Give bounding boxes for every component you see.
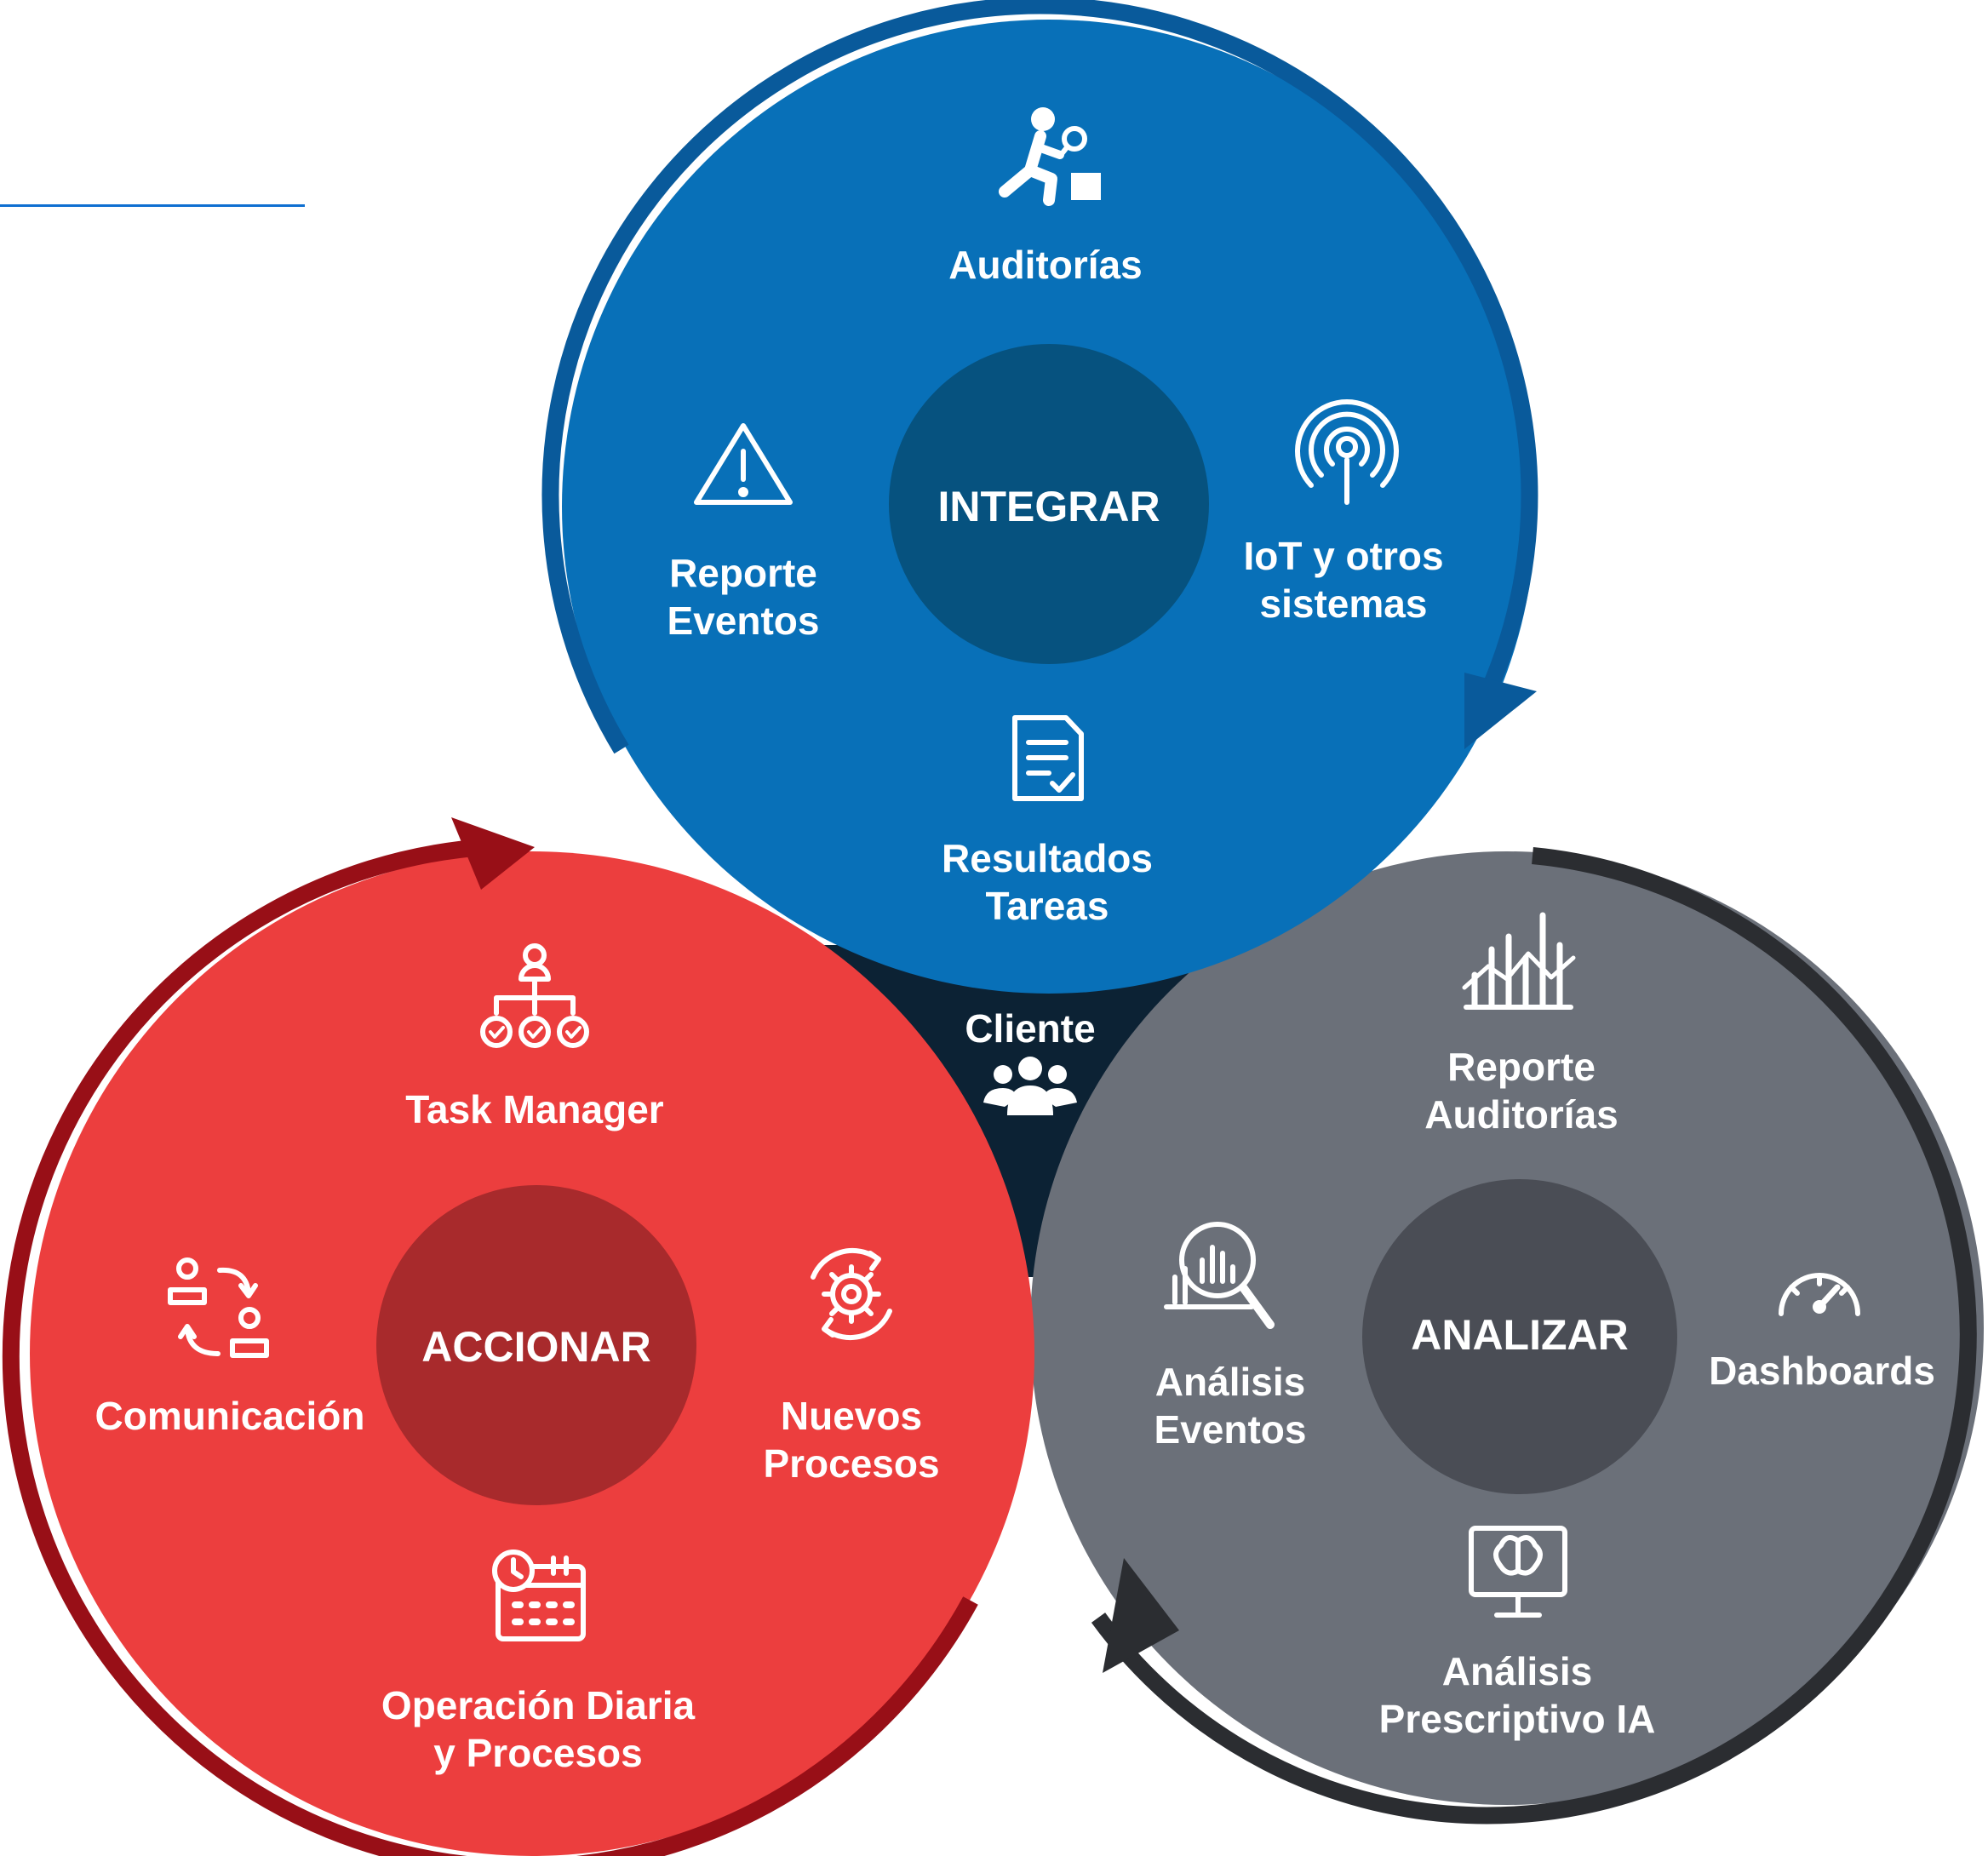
- integrar-arrow-head: [1464, 673, 1537, 749]
- item-line: y Procesos: [433, 1731, 643, 1776]
- accionar-item-comunicacion: Comunicación: [95, 1392, 365, 1440]
- item-line: Dashboards: [1709, 1349, 1935, 1393]
- integrar-item-reporte-eventos: Reporte Eventos: [667, 549, 820, 644]
- item-line: sistemas: [1259, 581, 1428, 627]
- item-line: Comunicación: [95, 1394, 365, 1438]
- accionar-item-task-manager: Task Manager: [405, 1086, 663, 1133]
- analizar-item-analisis-prescriptivo: Análisis Prescriptivo IA: [1379, 1647, 1656, 1743]
- item-line: Reporte: [1447, 1045, 1596, 1089]
- accionar-arrow-head: [451, 817, 535, 890]
- item-line: Prescriptivo IA: [1378, 1697, 1656, 1742]
- analizar-ring-arc: [1091, 847, 1977, 1824]
- item-line: Procesos: [763, 1441, 940, 1487]
- gear-cycle-icon: [811, 1247, 892, 1341]
- item-line: Resultados: [942, 836, 1153, 880]
- item-line: Análisis: [1441, 1649, 1593, 1693]
- item-line: Eventos: [1154, 1407, 1307, 1452]
- analizar-item-reporte-auditorias: Reporte Auditorías: [1424, 1043, 1618, 1138]
- document-check-icon: [1012, 715, 1084, 801]
- integrar-core-label: INTEGRAR: [937, 483, 1160, 530]
- analizar-item-analisis-eventos: Análisis Eventos: [1154, 1358, 1307, 1453]
- accionar-core: [376, 1185, 696, 1505]
- bar-chart-icon: [1462, 912, 1576, 1010]
- integrar-item-auditorias: Auditorías: [948, 241, 1142, 289]
- warning-triangle-icon: [694, 423, 793, 505]
- analizar-arrow-head: [1103, 1558, 1179, 1673]
- speedometer-icon: [1779, 1273, 1860, 1316]
- magnifier-chart-icon: [1164, 1222, 1275, 1329]
- people-exchange-icon: [168, 1257, 269, 1358]
- item-line: Auditorías: [1424, 1092, 1618, 1137]
- integrar-item-iot: IoT y otros sistemas: [1243, 532, 1443, 627]
- accionar-ring-arc: [2, 839, 978, 1856]
- item-line: Nuevos: [780, 1394, 923, 1438]
- antenna-signal-icon: [1295, 399, 1399, 505]
- integrar-item-resultados: Resultados Tareas: [942, 834, 1153, 930]
- integrar-ring-arc: [541, 0, 1538, 754]
- item-line: Tareas: [985, 884, 1109, 929]
- analizar-core-label: ANALIZAR: [1411, 1311, 1629, 1359]
- accionar-item-nuevos-procesos: Nuevos Procesos: [763, 1392, 939, 1487]
- integrar-core: [889, 344, 1209, 664]
- users-group-icon: [983, 1057, 1077, 1115]
- item-line: Operación Diaria: [381, 1683, 696, 1727]
- calendar-clock-icon: [492, 1550, 586, 1641]
- item-line: Task Manager: [405, 1087, 664, 1131]
- item-line: IoT y otros: [1243, 534, 1444, 578]
- analizar-core: [1362, 1179, 1677, 1494]
- item-line: Reporte: [669, 551, 817, 595]
- client-label: Cliente: [965, 1006, 1096, 1051]
- org-chart-icon: [480, 943, 589, 1048]
- top-accent-line: [0, 204, 305, 207]
- item-line: Eventos: [667, 599, 820, 644]
- auditor-inspect-icon: [999, 107, 1101, 206]
- accionar-item-operacion-diaria: Operación Diaria y Procesos: [381, 1681, 695, 1777]
- accionar-core-label: ACCIONAR: [421, 1323, 651, 1371]
- item-line: Auditorías: [948, 243, 1143, 287]
- monitor-brain-icon: [1469, 1526, 1567, 1618]
- item-line: Análisis: [1154, 1360, 1306, 1404]
- analizar-item-dashboards: Dashboards: [1709, 1347, 1935, 1395]
